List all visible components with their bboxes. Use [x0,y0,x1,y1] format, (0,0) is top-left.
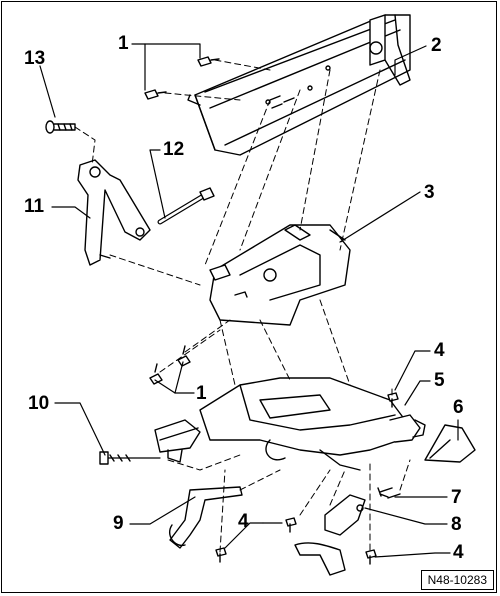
long-bolt-12 [157,187,215,225]
callout-4-upper: 4 [434,340,445,361]
callout-13: 13 [24,48,46,69]
diagram-reference-id: N48-10283 [420,570,494,590]
callout-12: 12 [163,139,185,160]
cover-6 [424,424,476,463]
callout-8: 8 [451,514,462,535]
screw-4b [215,517,297,563]
callout-5: 5 [434,370,445,391]
bolt-top-1 [197,56,220,67]
bracket-housing-3 [209,224,351,326]
steering-column-5 [199,377,426,471]
universal-joint-10 [99,419,201,465]
callout-6: 6 [453,397,464,418]
bolt-top-2 [144,89,167,100]
screw-4c [365,549,377,565]
callout-4-middle: 4 [238,511,249,532]
callout-4-lower: 4 [453,542,464,563]
bolt-lower-1b [177,345,191,367]
cross-member-beam [187,14,411,156]
bracket-11 [77,159,151,266]
lever-bracket-8 [294,494,366,576]
callout-1-top: 1 [118,33,129,54]
callout-2: 2 [431,35,442,56]
callout-11: 11 [24,196,45,217]
callout-3: 3 [424,182,435,203]
screws-7 [377,487,401,499]
callout-10: 10 [28,393,50,414]
lever-9 [168,486,243,549]
assembly-dash-lines [74,59,411,553]
screw-13 [45,120,76,134]
bolt-lower-1a [149,363,163,385]
callout-1-lower: 1 [196,383,207,404]
callout-7: 7 [451,487,462,508]
callout-9: 9 [113,513,124,534]
screw-4a [387,392,399,408]
leader-lines [39,43,459,558]
